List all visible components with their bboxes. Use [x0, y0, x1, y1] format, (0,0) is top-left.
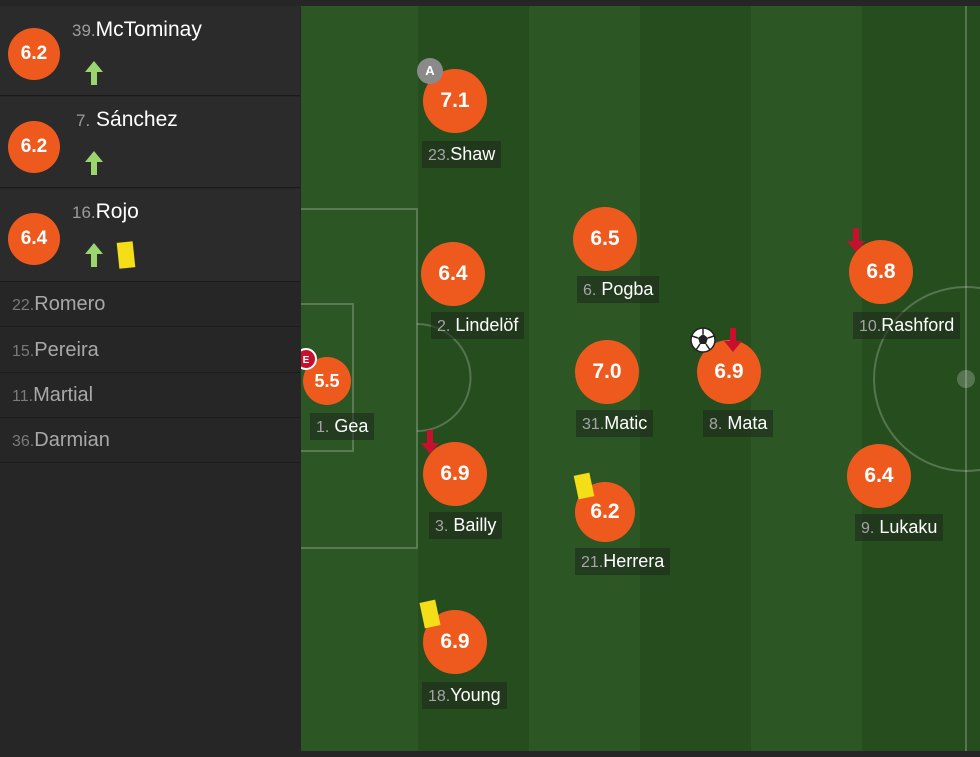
- rating-badge: 7.1: [423, 69, 487, 133]
- player-number: 22.: [12, 297, 35, 314]
- rating-badge: 6.8: [849, 240, 913, 304]
- player-label: 18.Young: [422, 682, 507, 709]
- player-name: Bailly: [453, 515, 497, 535]
- arrow-up-icon: [85, 151, 103, 175]
- player-number: 21.: [581, 554, 604, 571]
- rating-badge: 6.4: [8, 213, 60, 265]
- player-name: Pogba: [601, 279, 654, 299]
- player-number: 16.: [72, 203, 96, 222]
- rating-badge: 6.2: [8, 121, 60, 173]
- sub-off-arrow-icon: [724, 328, 742, 352]
- arrow-up-icon: [85, 61, 103, 85]
- player-name: Rashford: [881, 315, 955, 335]
- rating-badge: 6.4: [847, 444, 911, 508]
- player-number: 2.: [437, 318, 451, 335]
- pitch: 5.5 E 1. Gea 7.1 A 23.Shaw 6.4 2. Lindel…: [301, 6, 980, 751]
- player-name: Darmian: [34, 429, 110, 451]
- player-number: 3.: [435, 518, 449, 535]
- player-name: McTominay: [95, 18, 202, 41]
- player-label: 39.McTominay: [72, 18, 202, 42]
- pitch-stripe: [751, 6, 862, 751]
- player-name: Matic: [604, 413, 648, 433]
- player-number: 7.: [76, 111, 91, 130]
- player-label: 16.Rojo: [72, 200, 139, 224]
- player-label: 2. Lindelöf: [431, 312, 525, 339]
- player-name: Shaw: [450, 144, 496, 164]
- sub-off-arrow-icon: [421, 430, 439, 454]
- player-label: 6. Pogba: [577, 276, 660, 303]
- player-number: 10.: [859, 318, 882, 335]
- player-name: Lukaku: [879, 517, 938, 537]
- substitute-row[interactable]: 6.2 7. Sánchez: [0, 97, 300, 188]
- rating-badge: 6.9: [423, 610, 487, 674]
- player-number: 18.: [428, 688, 451, 705]
- rating-badge: 6.5: [573, 207, 637, 271]
- player-label: 10.Rashford: [853, 312, 961, 339]
- error-badge-icon: E: [301, 348, 317, 370]
- player-number: 15.: [12, 343, 35, 360]
- yellow-card: [116, 241, 136, 269]
- player-label: 7. Sánchez: [76, 108, 178, 132]
- svg-text:E: E: [303, 355, 310, 366]
- substitute-row[interactable]: 6.2 39.McTominay: [0, 6, 300, 96]
- player-label: 9. Lukaku: [855, 514, 944, 541]
- player-name: Young: [450, 685, 501, 705]
- player-number: 9.: [861, 520, 875, 537]
- rating-badge: 5.5: [303, 357, 351, 405]
- player-label: 1. Gea: [310, 413, 375, 440]
- player-name: Lindelöf: [455, 315, 519, 335]
- pitch-markings: [301, 6, 980, 751]
- assist-badge-icon: A: [417, 58, 443, 84]
- player-number: 11.: [12, 388, 34, 405]
- substitutes-panel: 6.2 39.McTominay 6.2 7. Sánchez 6.4 16.R…: [0, 0, 300, 757]
- player-number: 23.: [428, 147, 451, 164]
- goal-ball-icon: [690, 327, 716, 353]
- player-name: Gea: [334, 416, 369, 436]
- bench-row[interactable]: 11.Martial: [0, 373, 300, 418]
- player-label: 23.Shaw: [422, 141, 502, 168]
- player-name: Martial: [33, 384, 94, 406]
- rating-badge: 6.4: [421, 242, 485, 306]
- player-number: 36.: [12, 433, 35, 450]
- player-name: Herrera: [603, 551, 665, 571]
- player-number: 6.: [583, 282, 597, 299]
- arrow-up-icon: [85, 243, 103, 267]
- player-number: 8.: [709, 416, 723, 433]
- player-name: Mata: [727, 413, 768, 433]
- player-number: 31.: [582, 416, 605, 433]
- player-name: Pereira: [34, 339, 99, 361]
- bench-row[interactable]: 22.Romero: [0, 282, 300, 327]
- player-label: 3. Bailly: [429, 512, 503, 539]
- bench-row[interactable]: 15.Pereira: [0, 328, 300, 373]
- player-name: Romero: [34, 293, 106, 315]
- rating-badge: 7.0: [575, 340, 639, 404]
- pitch-stripe: [862, 6, 980, 751]
- rating-badge: 6.9: [423, 442, 487, 506]
- rating-badge: 6.2: [8, 28, 60, 80]
- bench-row[interactable]: 36.Darmian: [0, 418, 300, 463]
- player-number: 39.: [72, 21, 96, 40]
- player-label: 21.Herrera: [575, 548, 671, 575]
- player-name: Sánchez: [96, 108, 178, 131]
- player-number: 1.: [316, 419, 330, 436]
- sub-off-arrow-icon: [847, 228, 865, 252]
- player-name: Rojo: [95, 200, 139, 223]
- substitute-row[interactable]: 6.4 16.Rojo: [0, 189, 300, 282]
- player-label: 8. Mata: [703, 410, 774, 437]
- player-label: 31.Matic: [576, 410, 654, 437]
